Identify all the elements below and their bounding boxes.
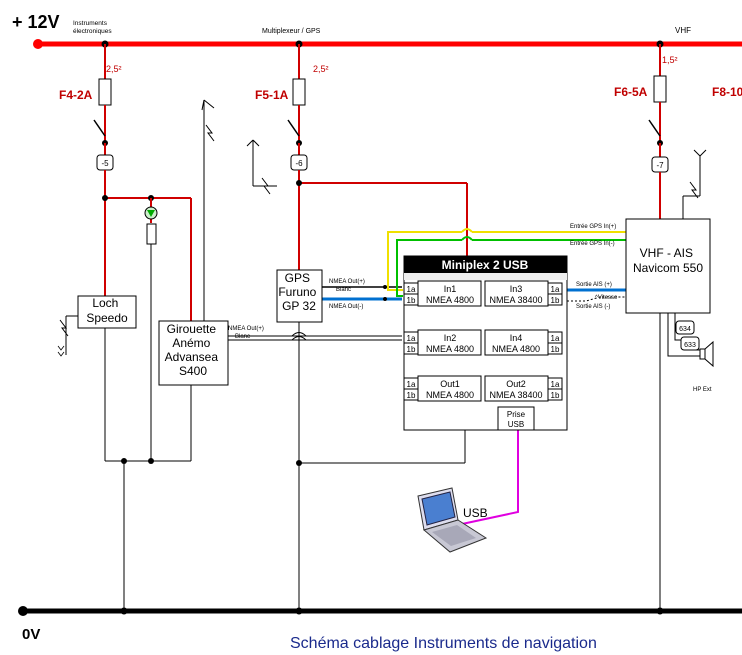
loch-speedo-label: Loch Speedo bbox=[86, 296, 128, 325]
positive-rail-terminal bbox=[33, 39, 43, 49]
vhf-ais-box bbox=[625, 218, 711, 314]
section-instruments-l1: Instruments bbox=[73, 20, 108, 27]
ground-returns bbox=[104, 313, 661, 611]
vitesse-label: ^Vitesse bbox=[595, 295, 618, 301]
usb-wire-label: USB bbox=[463, 506, 488, 520]
fuse-f5-label: F5-1A bbox=[255, 88, 289, 102]
miniplex-title: Miniplex 2 USB bbox=[442, 258, 529, 272]
fuse-f4 bbox=[98, 78, 112, 106]
terminal-t7-label: -7 bbox=[656, 161, 664, 170]
terminal-t5-label: -5 bbox=[101, 159, 109, 168]
antenna-icon bbox=[246, 139, 707, 219]
gps-in-plus-label: Entrée GPS In(+) bbox=[570, 224, 616, 230]
ais-minus-label: Sortie AIS (-) bbox=[576, 304, 610, 310]
terminal-t634-label: 634 bbox=[679, 326, 691, 333]
miniplex-title-bar bbox=[404, 256, 567, 273]
switch-f5 bbox=[287, 119, 300, 137]
fuse-f6-wire: 1,5² bbox=[662, 55, 678, 65]
svg-text:1b: 1b bbox=[407, 345, 416, 354]
nmea-wires bbox=[228, 228, 626, 525]
laptop-icon bbox=[417, 487, 488, 553]
girouette-label: Girouette Anémo Advansea S400 bbox=[165, 322, 222, 378]
loch-speedo-box bbox=[77, 295, 137, 329]
fuse-f5-wire: 2,5² bbox=[313, 64, 329, 74]
fuse-f6 bbox=[653, 75, 667, 103]
fuse-f4-label: F4-2A bbox=[59, 88, 93, 102]
ais-plus-label: Sortie AIS (+) bbox=[576, 282, 612, 288]
vhf-ais-label: VHF - AIS Navicom 550 bbox=[633, 246, 703, 275]
gir-out-plus-label: NMEA Out(+) bbox=[228, 326, 264, 332]
speaker-icon bbox=[699, 340, 714, 368]
svg-text:1b: 1b bbox=[551, 296, 560, 305]
svg-text:1b: 1b bbox=[407, 296, 416, 305]
fuse-f6-label: F6-5A bbox=[614, 85, 648, 99]
svg-text:1b: 1b bbox=[551, 391, 560, 400]
svg-text:1b: 1b bbox=[551, 345, 560, 354]
section-instruments-label: Instruments électroniques bbox=[73, 20, 112, 35]
speaker-label: HP Ext bbox=[693, 387, 712, 393]
girouette-box bbox=[158, 320, 229, 386]
svg-text:1a: 1a bbox=[551, 380, 560, 389]
terminal-t6-label: -6 bbox=[295, 159, 303, 168]
wind-sensor-icon bbox=[201, 99, 215, 321]
gps-out-plus-label: NMEA Out(+) bbox=[329, 279, 365, 285]
gir-out-blanc-label: Blanc bbox=[235, 334, 250, 340]
gps-in-minus-label: Entrée GPS In(-) bbox=[570, 241, 615, 247]
fuse-f4-wire: 2,5² bbox=[106, 64, 122, 74]
terminal-t633 bbox=[680, 336, 700, 351]
gps-label: GPS Furuno GP 32 bbox=[278, 271, 319, 313]
ground-rail-terminal bbox=[18, 606, 28, 616]
branch-f6: -7 F6-5A 1,5² F8-10 bbox=[614, 40, 742, 219]
svg-text:1a: 1a bbox=[407, 334, 416, 343]
svg-text:1a: 1a bbox=[551, 334, 560, 343]
gps-out-minus-label: NMEA Out(-) bbox=[329, 304, 363, 310]
branch-f5: -6 F5-1A 2,5² bbox=[255, 40, 468, 270]
switch-f4 bbox=[93, 119, 106, 137]
ground-rail-label: 0V bbox=[22, 626, 40, 643]
svg-text:1b: 1b bbox=[407, 391, 416, 400]
section-vhf-label: VHF bbox=[675, 26, 691, 35]
gps-out-blanc-label: Blanc bbox=[336, 287, 351, 293]
positive-rail-label: + 12V bbox=[12, 12, 60, 32]
gps-box bbox=[276, 269, 323, 323]
svg-text:1a: 1a bbox=[407, 380, 416, 389]
section-multiplexer-label: Multiplexeur / GPS bbox=[262, 28, 321, 35]
fuse-f5 bbox=[292, 78, 306, 106]
resistor bbox=[146, 223, 157, 245]
switch-f6 bbox=[648, 119, 661, 137]
terminal-t633-label: 633 bbox=[684, 342, 696, 349]
svg-text:1a: 1a bbox=[407, 285, 416, 294]
fuse-f8-label: F8-10 bbox=[712, 85, 742, 99]
svg-text:1a: 1a bbox=[551, 285, 560, 294]
diagram-caption: Schéma cablage Instruments de navigation bbox=[290, 635, 597, 652]
terminal-t634 bbox=[675, 320, 695, 335]
section-instruments-l2: électroniques bbox=[73, 28, 112, 35]
branch-f4: -5 F4-2A 2,5² bbox=[59, 40, 192, 461]
